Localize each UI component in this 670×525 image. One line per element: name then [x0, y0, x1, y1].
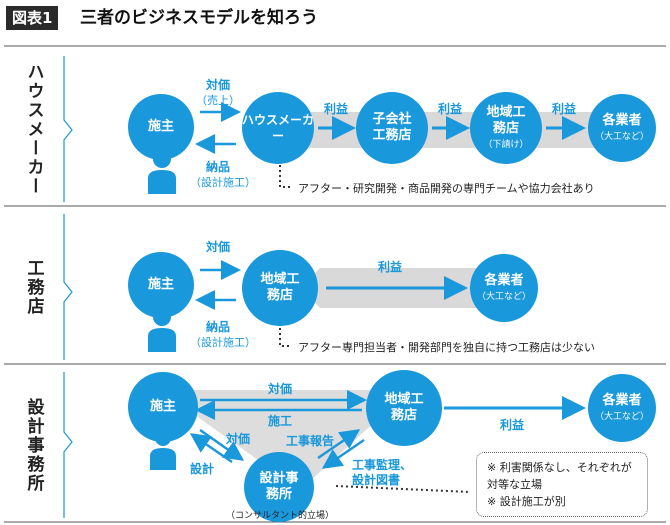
- label-profit: 利益: [378, 260, 403, 274]
- figure-label: 図表1: [6, 6, 59, 30]
- label-delivery-sub: （設計施工）: [190, 336, 256, 349]
- node-subsidiary-label: 子会社工務店: [372, 112, 412, 143]
- label-payment-left: 対価: [226, 432, 251, 446]
- node-house-maker-label: ハウスメーカー: [242, 113, 315, 143]
- node-trades-label: 各業者: [484, 273, 524, 288]
- label-profit: 利益: [324, 102, 349, 116]
- label-payment: 対価: [206, 240, 231, 254]
- node-trades-sub: （大工など）: [594, 412, 649, 422]
- section-label-architect: 設計事務所: [6, 370, 62, 520]
- note-builder: アフター専門担当者・開発部門を独自に持つ工務店は少ない: [298, 341, 595, 354]
- node-client: 施主: [128, 372, 198, 442]
- section-label-text: ハウスメーカー: [23, 62, 44, 196]
- label-profit: 利益: [438, 102, 463, 116]
- person-icon: [150, 430, 176, 470]
- person-icon: [148, 308, 176, 352]
- node-client: 施主: [128, 94, 194, 160]
- gray-triangle: [160, 390, 410, 490]
- section-label-builder: 工務店: [6, 212, 62, 362]
- label-profit: 利益: [500, 418, 525, 432]
- node-local-builder: 地域工務店: [242, 250, 318, 326]
- node-architect-office-label: 設計事務所: [259, 471, 299, 502]
- note-house-maker: アフター・研究開発・商品開発の専門チームや協力会社あり: [298, 182, 595, 195]
- node-client-label: 施主: [149, 399, 176, 414]
- note-box: ※ 利害関係なし、それぞれが対等な立場 ※ 設計施工が別: [476, 452, 648, 517]
- node-local-builder: 地域工務店 （下請け）: [470, 92, 542, 164]
- label-office-role: （コンサルタント的立場）: [226, 511, 335, 521]
- label-supervision: 工事監理、設計図書: [352, 458, 413, 487]
- node-trades: 各業者 （大工など）: [470, 254, 538, 322]
- label-delivery: 納品: [206, 320, 231, 334]
- note-line: ※ 利害関係なし、それぞれが対等な立場: [487, 461, 632, 491]
- node-trades: 各業者 （大工など）: [588, 94, 656, 162]
- node-local-builder: 地域工務店: [366, 370, 442, 446]
- node-client-label: 施主: [147, 277, 174, 292]
- label-payment: 対価: [268, 382, 293, 396]
- label-payment: 対価: [206, 78, 231, 92]
- node-local-builder-label: 地域工務店: [384, 392, 424, 423]
- label-delivery: 納品: [206, 160, 231, 174]
- gray-band: [300, 112, 620, 148]
- node-architect-office: 設計事務所: [244, 452, 314, 522]
- label-construction: 施工: [268, 414, 293, 428]
- label-report: 工事報告: [286, 434, 335, 448]
- person-icon: [148, 150, 176, 194]
- node-trades-sub: （大工など）: [594, 132, 649, 142]
- node-local-builder-label: 地域工務店: [486, 105, 526, 136]
- label-profit: 利益: [552, 102, 577, 116]
- section-label-text: 工務店: [23, 258, 44, 316]
- section-label-house-maker: ハウスメーカー: [6, 54, 62, 204]
- node-trades-label: 各業者: [602, 113, 642, 128]
- label-payment-sub: （売上）: [196, 94, 240, 107]
- node-local-builder-sub: （下請け）: [483, 140, 529, 150]
- node-house-maker: ハウスメーカー: [242, 92, 314, 164]
- section-label-text: 設計事務所: [23, 397, 44, 493]
- node-trades-sub: （大工など）: [476, 292, 531, 302]
- node-trades-label: 各業者: [602, 393, 642, 408]
- node-trades: 各業者 （大工など）: [588, 374, 656, 442]
- node-local-builder-label: 地域工務店: [260, 272, 300, 303]
- label-delivery-sub: （設計施工）: [190, 176, 256, 189]
- figure-title: 三者のビジネスモデルを知ろう: [80, 8, 318, 28]
- note-line: ※ 設計施工が別: [487, 495, 566, 508]
- node-client: 施主: [128, 252, 194, 318]
- node-subsidiary: 子会社工務店: [356, 92, 428, 164]
- label-design: 設計: [190, 462, 215, 476]
- node-client-label: 施主: [147, 119, 174, 134]
